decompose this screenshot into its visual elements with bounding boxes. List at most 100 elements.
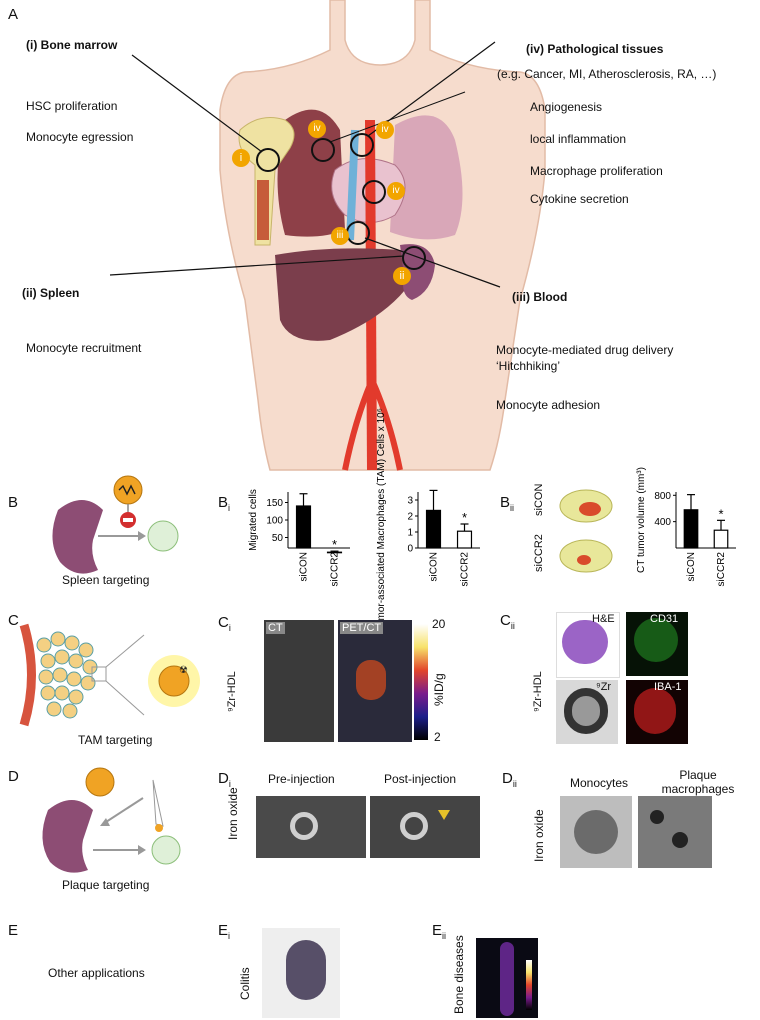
pet-colorbar [414,624,428,740]
ci-tracer-label: ⁹Zr-HDL [226,671,238,712]
colorbar-top-label: 20 [432,617,446,631]
panel-eii-letter: Eii [432,922,447,941]
leader-bone [131,54,263,153]
pet-ct-image-label: PET/CT [340,622,384,634]
y-tick-label: 1 [407,528,413,539]
panel-e-letter: E [8,922,19,939]
plaque-macrophages-label: Plaque macrophages [661,768,735,796]
di-agent-label: Iron oxide [226,787,240,840]
bar [425,509,442,549]
y-axis-label: Tumor-associated Macrophages (TAM) Cells… [376,408,387,632]
bii-label-sicon: siCON [533,483,545,516]
category-label: siCCR2 [330,552,341,587]
dii-agent-label: Iron oxide [532,809,546,862]
arrowhead-marker [438,810,450,820]
callout-aorta [350,133,374,157]
y-axis-label: CT tumor volume (mm³) [636,467,647,573]
spleen-shape-d [42,800,93,873]
significance-marker: * [462,510,467,525]
bone-scan-colorbar [526,960,532,1010]
monocyte-d [151,835,181,865]
pathological-item-2: local inflammation [530,132,627,146]
bone-scan-signal [500,942,514,1016]
y-tick-label: 100 [266,516,283,527]
pathological-item-1: Angiogenesis [530,100,603,114]
iba1-signal [634,688,676,734]
svg-text:☢: ☢ [179,665,188,676]
panel-c-letter: C [8,612,19,629]
he-stain-tissue [562,620,608,664]
chart-tumor-volume: 400 800 CT tumor volume (mm³) siCON * siCCR2 [636,467,736,586]
tumor-mouse-renderings [559,489,613,573]
pathological-item-4: Cytokine secretion [530,192,629,206]
bone-marrow-item-2: Monocyte egression [26,130,134,144]
panel-a-letter: A [8,6,19,23]
spleen [400,244,435,300]
bone-marrow-item-1: HSC proliferation [26,99,118,113]
pet-signal [356,660,386,700]
blood-item-2: Monocyte adhesion [496,398,601,412]
bar [295,505,312,549]
tam-targeting-caption: TAM targeting [78,733,153,747]
sirna-particle [113,475,143,505]
spleen-shape [52,500,103,574]
callout-heart [362,180,386,204]
post-injection-label: Post-injection [384,772,457,786]
zoom-box [91,666,107,682]
pathological-title: (iv) Pathological tissues [526,42,664,56]
panel-dii-letter: Dii [502,770,517,789]
colitis-signal [286,940,326,1000]
bar [456,530,473,549]
category-label: siCON [686,552,697,581]
other-applications-caption: Other applications [48,966,145,980]
significance-marker: * [718,506,723,521]
mri-post-vessel [400,812,428,840]
liver [275,248,412,341]
cii-tracer-label: ⁹Zr-HDL [532,671,544,712]
spleen-item-1: Monocyte recruitment [26,341,142,355]
bone-marrow-core [257,180,269,240]
tam-targeting-schematic: ☢ [19,623,200,727]
colorbar-unit-label: %ID/g [432,673,446,706]
callout-spleen [402,246,426,270]
category-label: siCON [299,552,310,581]
vena-cava [346,129,359,241]
panel-bii-letter: Bii [500,494,515,513]
category-label: siCCR2 [716,552,727,587]
category-label: siCON [429,552,440,581]
y-tick-label: 2 [407,512,413,523]
bar [683,509,699,549]
plaque-targeting-schematic [42,767,181,873]
colorbar-bottom-label: 2 [434,730,441,744]
artery-branch-left [342,378,375,471]
spleen-targeting-caption: Spleen targeting [62,573,150,587]
callout-lung [311,138,335,162]
panel-b-letter: B [8,494,19,511]
zr-tile-label: ⁹Zr [596,681,612,693]
radiolabel-particle [158,665,190,697]
category-label: siCCR2 [460,552,471,587]
tumor-cell-cluster [36,631,98,719]
panel-cii-letter: Cii [500,612,515,631]
he-tile-label: H&E [592,613,615,625]
zr-signal [564,688,608,734]
y-tick-label: 150 [266,498,283,509]
y-tick-label: 400 [654,517,671,528]
marker-iii: iii [331,227,349,245]
ct-image [264,620,334,742]
y-tick-label: 3 [407,496,413,507]
zoom-wedge [152,779,164,827]
marker-iv-heart: iv [387,182,405,200]
colitis-label: Colitis [238,967,252,1000]
pathological-subtitle: (e.g. Cancer, MI, Atherosclerosis, RA, …… [497,67,717,81]
nanoparticle [85,767,115,797]
blood-vessel [19,623,36,727]
y-axis-label: Migrated cells [248,489,259,551]
callout-bone [256,148,280,172]
y-tick-label: 800 [654,491,671,502]
marker-i: i [232,149,250,167]
tem-inclusion-2 [672,832,688,848]
y-tick-label: 50 [272,533,284,544]
